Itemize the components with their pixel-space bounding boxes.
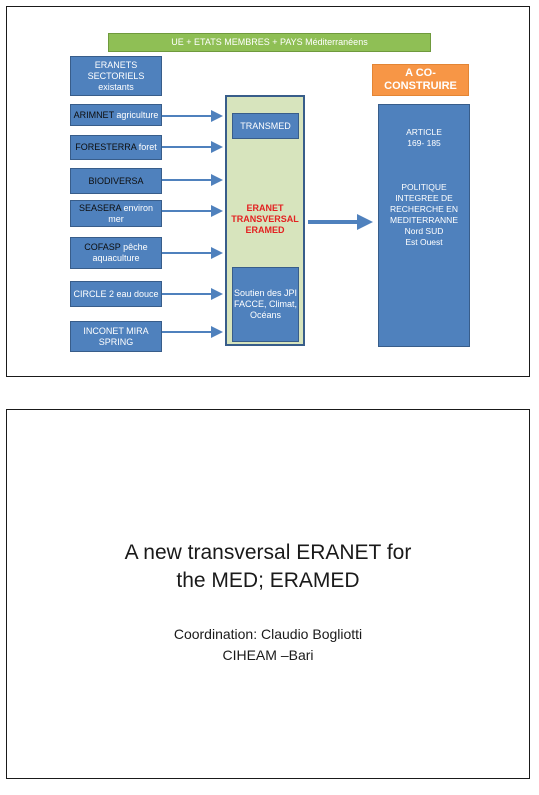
a-co-construire-box: A CO-CONSTRUIRE [372,64,469,96]
article-politique-box: ARTICLE 169- 185 POLITIQUE INTEGREE DE R… [378,104,470,347]
box-label: ERANETS SECTORIELS existants [87,59,145,92]
arimnet-box: ARIMNET agriculture [70,104,162,126]
box-lead: COFASP [84,242,121,252]
box-label: Soutien des JPI FACCE, Climat, Océans [233,288,298,320]
box-label: foret [136,142,157,152]
box-label: TRANSMED [240,120,291,131]
title-line: A new transversal ERANET for [124,541,412,564]
transmed-box: TRANSMED [232,113,299,139]
slide-subtitle: Coordination: Claudio Bogliotti CIHEAM –… [7,624,529,666]
eranets-sectoriels-box: ERANETS SECTORIELS existants [70,56,162,96]
cofasp-box: COFASP pêche aquaculture [70,237,162,269]
politique-line: INTEGREE DE [395,193,453,203]
article-line: 169- 185 [407,138,441,148]
foresterra-box: FORESTERRA foret [70,135,162,160]
seasera-box: SEASERA environ mer [70,200,162,227]
eranet-transversal-label: ERANET TRANSVERSAL ERAMED [231,203,299,235]
box-lead: SEASERA [78,202,121,213]
box-lead: BIODIVERSA [88,175,144,186]
biodiversa-box: BIODIVERSA [70,168,162,194]
slide-title: A new transversal ERANET for the MED; ER… [6,409,530,779]
title-line: the MED; ERAMED [176,569,360,592]
politique-line: RECHERCHE EN [389,204,458,214]
box-label: CIRCLE 2 eau douce [73,288,159,299]
politique-line: Nord SUD [404,226,444,236]
politique-line: POLITIQUE [401,182,447,192]
box-label: INCONET MIRA SPRING [83,325,149,347]
box-lead: FORESTERRA [75,142,137,152]
slide-title-text: A new transversal ERANET for the MED; ER… [7,539,529,595]
connector-arrows [162,110,373,338]
politique-line: Est Ouest [405,237,443,247]
coordination-line: Coordination: Claudio Bogliotti [173,626,363,642]
slide-eramed-diagram: UE + ETATS MEMBRES + PAYS Méditerranéens… [6,6,530,377]
soutien-jpi-box: Soutien des JPI FACCE, Climat, Océans [232,267,299,342]
box-label: pêche aquaculture [92,242,148,263]
eu-member-states-banner: UE + ETATS MEMBRES + PAYS Méditerranéens [108,33,431,52]
inconet-mira-box: INCONET MIRA SPRING [70,321,162,352]
organization-line: CIHEAM –Bari [222,647,314,663]
politique-line: MEDITERRANNE [389,215,458,225]
circle2-box: CIRCLE 2 eau douce [70,281,162,307]
box-label: agriculture [113,109,159,120]
box-lead: ARIMNET [73,109,114,120]
article-line: ARTICLE [406,127,442,137]
box-label: environ mer [108,202,154,224]
